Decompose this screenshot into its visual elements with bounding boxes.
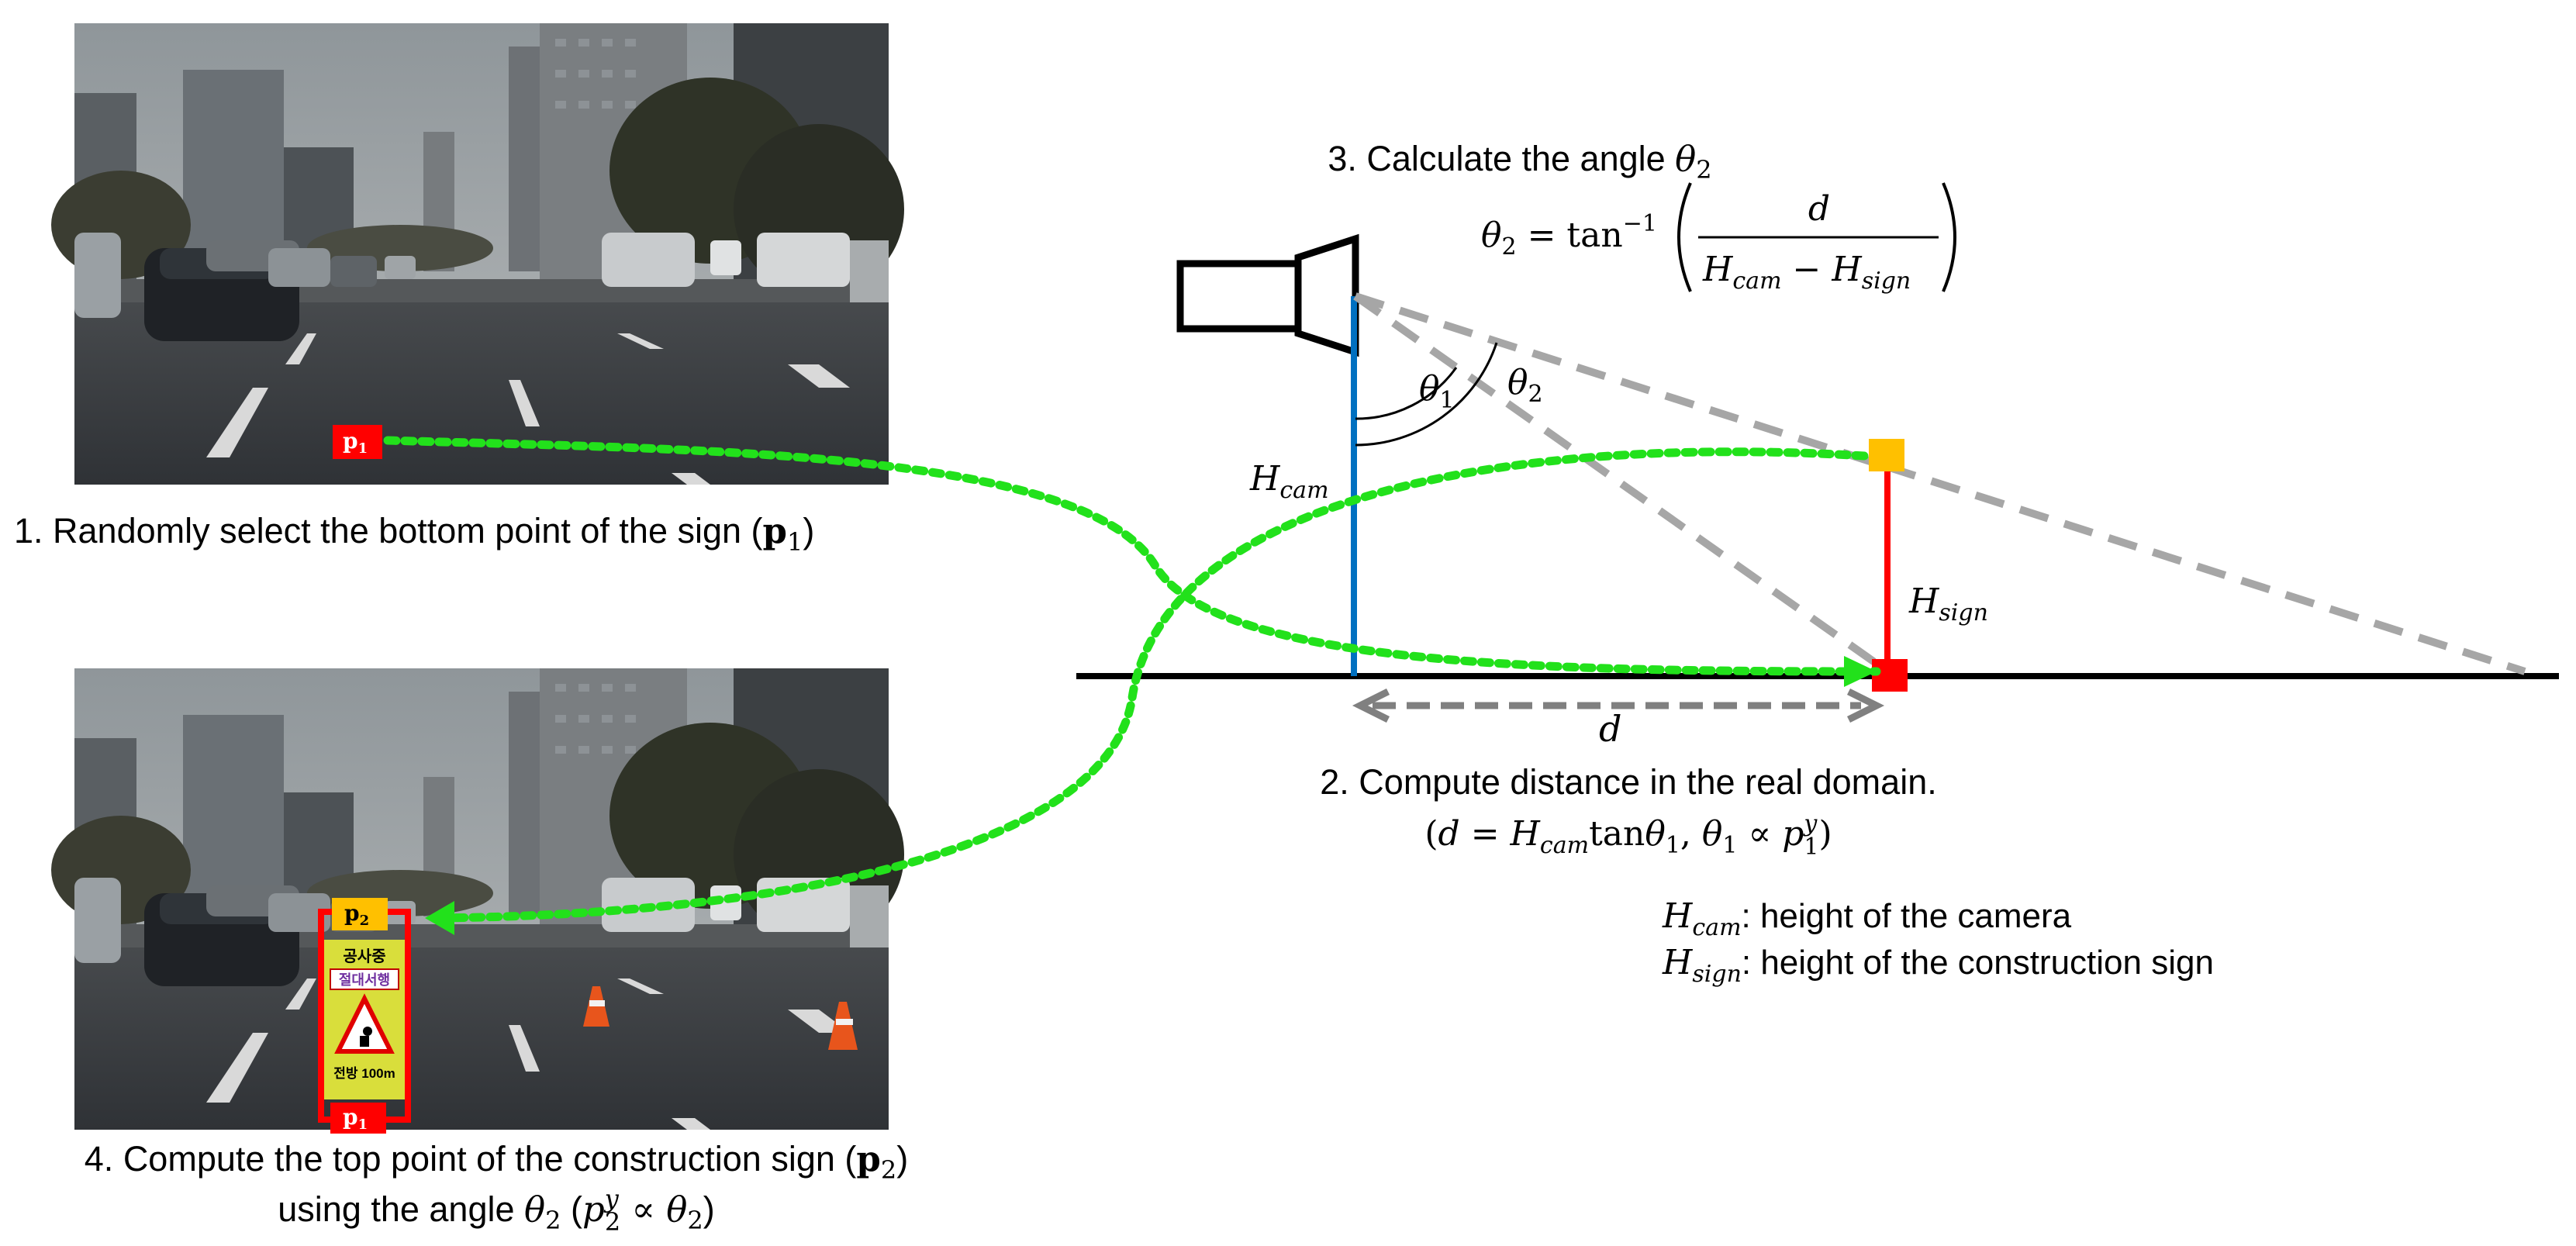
arrowhead-p2 [425, 901, 454, 935]
svg-text:d: d [1808, 189, 1830, 229]
d-label: d [1599, 708, 1621, 750]
svg-text:p2: p2 [344, 900, 369, 929]
step2-caption-line1: 2. Compute distance in the real domain. [1320, 762, 1936, 802]
step3-title: 3. Calculate the angle θ2 [1328, 138, 1711, 185]
angle-arcs [1355, 342, 1498, 447]
camera-icon [1176, 233, 1359, 357]
view-rays [1353, 292, 2526, 678]
distance-arrow [1352, 688, 1885, 723]
arrowhead-ground [1844, 656, 1877, 687]
p2-marker: p2 [332, 898, 388, 930]
p1-marker: p1 [333, 425, 382, 459]
path-top-to-p2 [430, 447, 1869, 923]
legend-hsign: Hsign: height of the construction sign [1662, 943, 2214, 988]
legend-hcam: Hcam: height of the camera [1662, 896, 2072, 941]
bottom-photo: 공사중 절대서행 전방 100m p2 p1 [51, 668, 904, 1134]
svg-text:Hcam − Hsign: Hcam − Hsign [1702, 250, 1911, 295]
svg-text:절대서행: 절대서행 [339, 972, 390, 988]
svg-text:전방 100m: 전방 100m [333, 1066, 395, 1081]
hcam-label: Hcam [1249, 459, 1329, 504]
step3-equation: θ2 = tan−1 d Hcam − Hsign [1481, 182, 1956, 295]
svg-text:p1: p1 [343, 1104, 368, 1133]
construction-sign: 공사중 절대서행 전방 100m [318, 909, 411, 1123]
theta1-label: θ1 [1419, 369, 1455, 414]
svg-text:θ2 = tan−1: θ2 = tan−1 [1481, 210, 1657, 261]
p1-marker-bottom: p1 [330, 1103, 386, 1134]
traffic-cone-icon [828, 1002, 858, 1050]
svg-text:p1: p1 [343, 428, 368, 457]
step1-caption: 1. Randomly select the bottom point of t… [14, 510, 814, 557]
step4-caption-line1: 4. Compute the top point of the construc… [85, 1138, 908, 1185]
traffic-cone-icon [583, 986, 609, 1027]
path-p1-to-ground [383, 436, 1881, 676]
theta2-label: θ2 [1507, 363, 1543, 408]
hsign-label: Hsign [1908, 582, 1988, 626]
sign-top-marker [1869, 439, 1904, 471]
svg-text:공사중: 공사중 [343, 947, 385, 965]
top-photo: p1 [51, 23, 904, 485]
